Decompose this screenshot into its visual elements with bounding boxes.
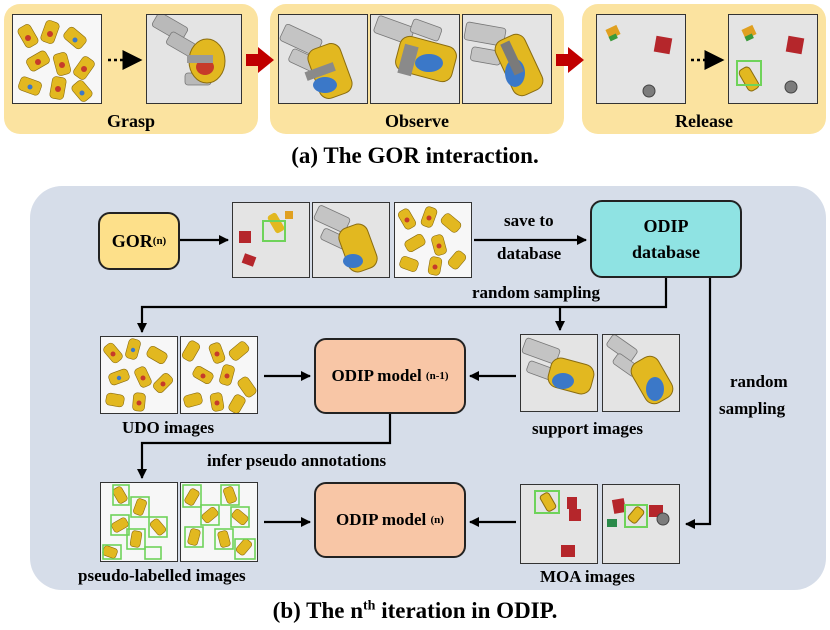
release-scene-2-graphic xyxy=(736,24,805,94)
gor-release-scene-graphic xyxy=(239,211,293,267)
bbox-graphic xyxy=(534,490,560,514)
odip-model-n-sup: (n) xyxy=(430,514,444,526)
gor-output-image-1 xyxy=(232,202,310,278)
pseudo-labelled-images-label: pseudo-labelled images xyxy=(78,566,246,585)
bbox-graphic xyxy=(736,60,762,86)
odip-model-prev-box: ODIP model (n-1) xyxy=(314,338,466,414)
grasp-cluttered-image xyxy=(12,14,102,104)
pseudo-labelled-scene-2-graphic xyxy=(182,484,256,560)
support-images-label: support images xyxy=(532,419,643,438)
release-label: Release xyxy=(675,111,733,131)
odip-database-line2: database xyxy=(631,242,700,262)
gor-text: GOR xyxy=(111,230,153,251)
observe-image-3 xyxy=(462,14,552,104)
release-image-2 xyxy=(728,14,818,104)
moa-image-1 xyxy=(520,484,598,564)
caption-b-prefix: (b) The n xyxy=(272,598,363,623)
caption-b: (b) The nth iteration in ODIP. xyxy=(0,598,830,624)
bbox-graphic xyxy=(262,220,286,242)
udo-image-1 xyxy=(100,336,178,414)
moa-scene-1-graphic xyxy=(534,490,581,557)
grasp-gripper-image xyxy=(146,14,242,104)
support-scene-1-graphic xyxy=(521,337,595,395)
pseudo-labelled-image-2 xyxy=(180,482,258,562)
support-image-2 xyxy=(602,334,680,412)
random-sampling-right-line2: sampling xyxy=(719,399,786,418)
bbox-graphic xyxy=(624,504,648,528)
release-scene-1-graphic xyxy=(605,24,673,98)
support-image-1 xyxy=(520,334,598,412)
odip-model-n-text: ODIP model xyxy=(336,510,427,529)
gripper-holding-bottle-graphic xyxy=(151,15,226,86)
udo-scene-1-graphic xyxy=(103,338,173,412)
grasp-label: Grasp xyxy=(106,111,155,131)
caption-b-suffix: iteration in ODIP. xyxy=(375,598,558,623)
pseudo-labelled-scene-1-graphic xyxy=(102,484,168,560)
random-sampling-right-line1: random xyxy=(730,372,788,391)
random-sampling-top-label: random sampling xyxy=(472,283,600,302)
gor-output-image-3 xyxy=(394,202,472,278)
bottles-pile-graphic xyxy=(17,20,95,102)
observe-label: Observe xyxy=(385,111,449,131)
odip-model-n-box: ODIP model (n) xyxy=(314,482,466,558)
gor-cluttered-scene-graphic xyxy=(397,206,467,276)
release-image-1 xyxy=(596,14,686,104)
gripper-observe-1-graphic xyxy=(279,23,353,99)
caption-b-sup: th xyxy=(362,598,376,614)
odip-database-line1: ODIP xyxy=(643,216,689,236)
gor-observe-scene-graphic xyxy=(313,205,378,273)
caption-a: (a) The GOR interaction. xyxy=(291,143,539,168)
udo-image-2 xyxy=(180,336,258,414)
observe-image-1 xyxy=(278,14,368,104)
gripper-observe-2-graphic xyxy=(373,15,457,83)
udo-images-label: UDO images xyxy=(122,418,215,437)
database-label: database xyxy=(497,244,562,263)
gripper-observe-3-graphic xyxy=(463,21,544,97)
moa-scene-2-graphic xyxy=(607,498,670,528)
odip-model-prev-text: ODIP model xyxy=(331,366,422,385)
odip-database-box: ODIP database xyxy=(590,200,742,278)
infer-pseudo-annotations-label: infer pseudo annotations xyxy=(207,451,387,470)
gor-output-image-2 xyxy=(312,202,390,278)
pseudo-labelled-image-1 xyxy=(100,482,178,562)
gor-box: GOR(n) xyxy=(98,212,180,270)
moa-image-2 xyxy=(602,484,680,564)
moa-images-label: MOA images xyxy=(540,567,635,586)
udo-scene-2-graphic xyxy=(181,340,257,413)
odip-model-prev-sup: (n-1) xyxy=(425,370,449,382)
observe-image-2 xyxy=(370,14,460,104)
gor-sup: (n) xyxy=(152,235,167,247)
support-scene-2-graphic xyxy=(606,335,674,405)
save-to-label: save to xyxy=(504,211,554,230)
